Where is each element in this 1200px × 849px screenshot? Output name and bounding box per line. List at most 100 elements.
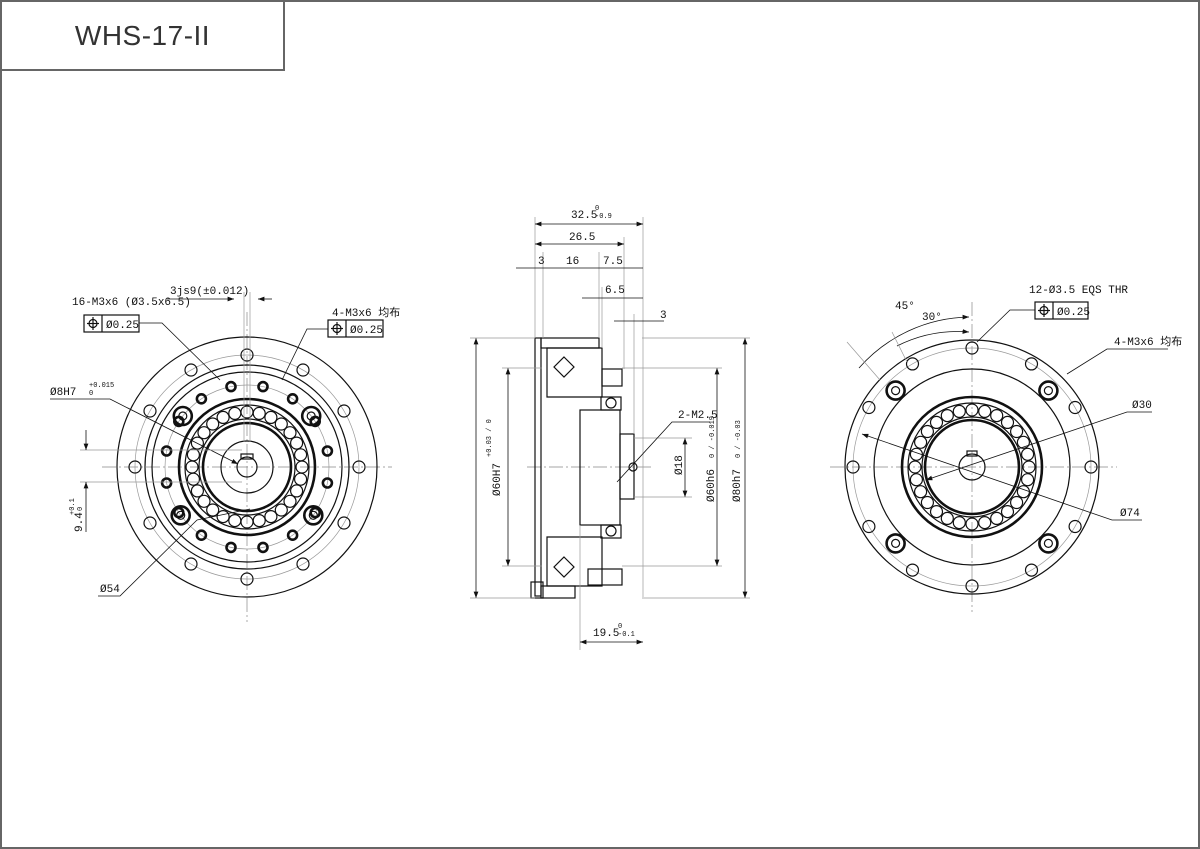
through-hole (965, 341, 979, 355)
side-section-view: 32.5 0 -0.9 26.5 3 16 7.5 6.5 3 Ø60H7 +0… (470, 205, 750, 650)
bearing-ball (920, 495, 935, 510)
through-hole (905, 563, 920, 577)
bearing-ball (197, 426, 211, 440)
bearing-ball (228, 513, 242, 528)
segment-16-label: 16 (566, 256, 579, 268)
through-holes-label: 12-Ø3.5 EQS THR (1029, 285, 1128, 297)
mount-bolt-head (890, 538, 901, 549)
key-tol-upper: +0.1 (69, 498, 77, 515)
bearing-ball (206, 503, 220, 517)
position-tolerance-frame: Ø0.25 (327, 319, 384, 338)
outer-diameter-tol: 0 / -0.03 (735, 420, 743, 458)
bearing-ball (283, 426, 297, 440)
bearing-ball (952, 404, 966, 418)
bearing-ball (1000, 415, 1015, 429)
outer-diameter-label: Ø80h7 (732, 469, 744, 502)
through-hole (296, 363, 310, 377)
bearing-ball (990, 409, 1004, 423)
position-tol-value: Ø0.25 (106, 320, 139, 332)
bearing-ball (252, 513, 266, 528)
tapped-hole (225, 541, 237, 554)
model-title: WHS-17-II (74, 19, 211, 51)
through-hole (337, 516, 351, 530)
bearing-ball (990, 511, 1004, 526)
mount-bolt (300, 405, 322, 427)
tapped-hole (286, 529, 299, 542)
bearing-ball (216, 410, 230, 424)
overall-tol-upper: 0 (595, 205, 599, 213)
bearing-ball (186, 448, 200, 462)
bearing-ball (283, 494, 297, 508)
position-tol-value: Ø0.25 (1057, 307, 1090, 319)
bearing-ball (940, 409, 954, 423)
bearing-ball (197, 494, 211, 508)
mount-bolt (1038, 380, 1059, 401)
position-tolerance-frame: Ø0.25 (83, 314, 140, 333)
bearing-ball (920, 424, 935, 439)
shaft-diameter-label: Ø60h6 (706, 469, 718, 502)
through-hole (337, 404, 351, 418)
bottom-length-label: 19.5 (593, 628, 619, 640)
bearing-ball (290, 484, 304, 498)
through-hole (1068, 400, 1082, 415)
key-height-label: 9.4 (74, 512, 86, 532)
key-tol-lower: 0 (77, 507, 85, 511)
mount-bolt-head (1043, 538, 1054, 549)
length-26-5-label: 26.5 (569, 232, 595, 244)
bearing-ball (228, 406, 242, 420)
overall-length-label: 32.5 (571, 210, 597, 222)
through-hole (846, 460, 860, 474)
bearing-ball (978, 404, 992, 418)
bearing-ball (294, 472, 308, 486)
overall-tol-lower: -0.9 (595, 213, 612, 221)
tapped-hole (321, 445, 334, 457)
mount-bolt-head (176, 510, 186, 520)
through-hole (184, 557, 198, 571)
left-front-view: 3js9(±0.012) 16-M3x6 (Ø3.5x6.5) Ø0.25 4-… (50, 286, 400, 622)
through-hole (352, 460, 366, 474)
bearing-ball (978, 515, 992, 530)
mount-bolt (170, 504, 191, 526)
bearing-ball (1016, 485, 1031, 499)
through-hole (296, 557, 310, 571)
through-hole (905, 357, 920, 371)
tapped-hole (321, 477, 334, 489)
position-tol-value: Ø0.25 (350, 325, 383, 337)
through-hole (240, 348, 254, 362)
through-hole (128, 460, 142, 474)
through-hole (1024, 563, 1039, 577)
tapped-holes-label: 16-M3x6 (Ø3.5x6.5) (72, 297, 191, 309)
bearing-ball (1000, 505, 1015, 519)
bore-label: Ø8H7 (50, 387, 76, 399)
angle-45-label: 45° (895, 301, 915, 313)
segment-3-label: 3 (538, 256, 545, 268)
position-symbol-icon (1038, 304, 1050, 317)
tapped-hole (225, 380, 237, 393)
bearing-ball (965, 517, 979, 531)
mount-bolt (302, 504, 324, 526)
pcd-label: Ø54 (100, 584, 120, 596)
tapped-hole (257, 380, 269, 393)
bearing-ball (1022, 460, 1036, 474)
housing-diameter-tol: +0.03 / 0 (486, 419, 494, 457)
segment-6-5-label: 6.5 (605, 285, 625, 297)
position-tolerance-frame: Ø0.25 (1034, 301, 1090, 320)
position-symbol-icon (87, 317, 99, 330)
through-hole (1024, 357, 1039, 371)
mount-holes-label: 4-M3x6 均布 (1114, 335, 1182, 349)
bearing-ball (1020, 473, 1035, 487)
mount-bolt-head (178, 411, 188, 421)
bearing-ball (929, 415, 944, 429)
bearing-ball (913, 435, 928, 449)
bearing-ball (1009, 424, 1024, 439)
through-hole (1068, 519, 1082, 534)
bearing-ball (965, 403, 979, 417)
mount-bolt-head (1043, 386, 1054, 396)
bearing-ball (290, 436, 304, 450)
keyway-dim-label: 3js9(±0.012) (170, 286, 249, 298)
mount-bolt (885, 380, 906, 401)
bearing-ball (913, 485, 928, 499)
angle-30-label: 30° (922, 312, 942, 324)
